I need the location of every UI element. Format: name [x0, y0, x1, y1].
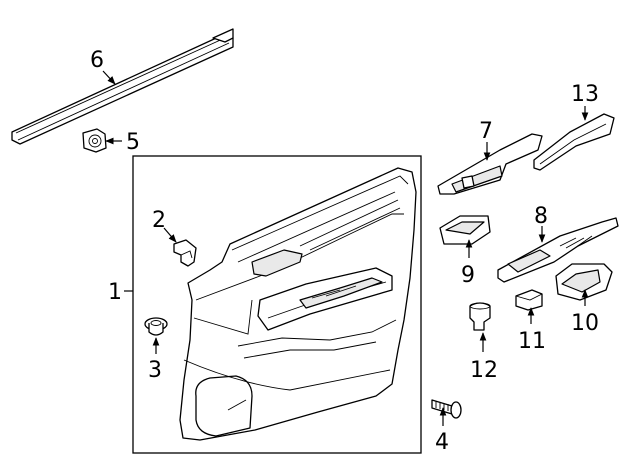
callout-2: 2 [152, 208, 166, 233]
callout-9: 9 [461, 263, 475, 288]
callout-7: 7 [479, 119, 493, 144]
callout-6: 6 [90, 48, 104, 73]
callout-10: 10 [571, 311, 599, 336]
door-panel-group-box [132, 155, 422, 454]
master-switch-panel-part [497, 217, 619, 283]
bracket-clip-part [173, 239, 197, 267]
speaker-clip-part [82, 128, 107, 153]
door-trim-panel [179, 167, 417, 441]
callout-3: 3 [148, 358, 162, 383]
callout-4: 4 [435, 430, 449, 455]
window-switch-part [555, 263, 613, 301]
callout-13: 13 [571, 82, 599, 107]
light-socket-part [469, 302, 491, 331]
switch-bezel-part [437, 133, 543, 195]
mirror-switch-part [439, 215, 491, 245]
weatherstrip-part [11, 28, 234, 145]
leader-lines [102, 70, 589, 426]
callout-labels: 1 2 3 4 5 6 7 8 9 10 11 12 13 [90, 48, 599, 455]
callout-5: 5 [126, 130, 140, 155]
callout-1: 1 [108, 280, 122, 305]
callout-8: 8 [534, 204, 548, 229]
callout-11: 11 [518, 329, 546, 354]
screw-part [431, 399, 462, 419]
small-switch-part [515, 289, 543, 311]
garnish-strip-part [533, 113, 615, 171]
callout-12: 12 [470, 358, 498, 383]
push-clip-part [144, 317, 168, 336]
